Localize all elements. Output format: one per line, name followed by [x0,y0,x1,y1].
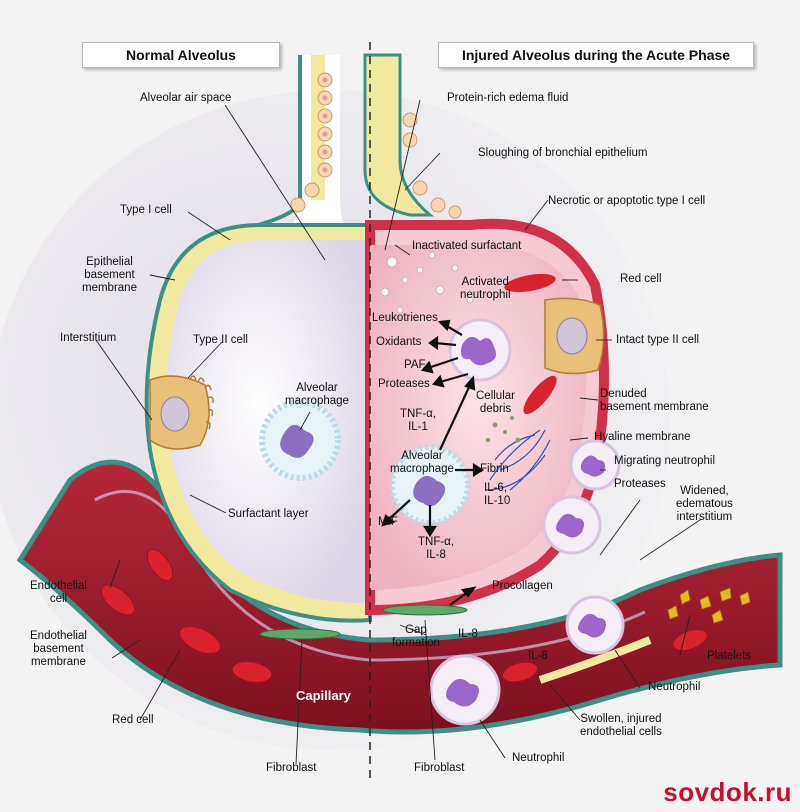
label-oxidants: Oxidants [376,336,422,348]
label-fibroblast-left: Fibroblast [266,762,317,774]
watermark: sovdok.ru [663,777,792,807]
label-red-cell-right: Red cell [620,273,662,285]
capillary-neutrophil-1 [565,595,625,655]
swollen-endothelial-cells [538,636,652,684]
label-gap-formation: Gap formation [392,624,440,649]
label-activated-neutrophil: Activated neutrophil [460,276,511,301]
label-swollen-endothelial-cells: Swollen, injured endothelial cells [580,713,662,738]
label-sloughing-bronchial-epithelium: Sloughing of bronchial epithelium [478,147,648,159]
label-mif: MIF [378,516,398,528]
label-widened-interstitium: Widened, edematous interstitium [676,485,733,523]
mediator-arrows [381,319,485,606]
label-type-i-cell: Type I cell [120,204,172,216]
label-leukotrienes: Leukotrienes [372,312,438,324]
title-normal-alveolus: Normal Alveolus [82,42,280,68]
surfactant-bubbles [380,251,474,314]
label-intact-type-ii-cell: Intact type II cell [616,334,700,346]
leader-lines [95,99,701,765]
label-il8-2: IL-8 [528,650,548,662]
bronchiole [239,53,462,232]
alveolar-macrophage-right [389,444,471,526]
label-platelets: Platelets [707,650,752,662]
label-paf: PAF [404,359,426,371]
label-epithelial-basement-membrane: Epithelial basement membrane [82,256,137,294]
intact-type-ii-cell [544,297,605,375]
label-capillary: Capillary [296,688,351,703]
label-surfactant-layer: Surfactant layer [228,508,309,520]
label-endothelial-basement-membrane: Endothelial basement membrane [30,630,87,668]
label-necrotic-type-i-cell: Necrotic or apoptotic type I cell [548,195,706,207]
fibrin-strands [484,429,551,491]
label-alveolar-macrophage-left: Alveolar macrophage [285,382,349,407]
label-alveolar-air-space: Alveolar air space [140,92,232,104]
label-il6-il10: IL-6, IL-10 [484,482,511,507]
label-type-ii-cell-left: Type II cell [193,334,248,346]
label-interstitium: Interstitium [60,332,117,344]
activated-neutrophil [448,318,512,382]
label-tnf-il8: TNF-α, IL-8 [418,536,455,561]
label-migrating-neutrophil: Migrating neutrophil [614,455,716,467]
migrating-neutrophil [569,439,621,491]
label-procollagen: Procollagen [492,580,553,592]
type-ii-cell-left [149,375,214,450]
label-proteases-1: Proteases [378,378,430,390]
label-fibrin: Fibrin [480,463,509,475]
alveolar-red-cells [504,273,557,415]
cellular-debris [486,416,521,443]
protease-neutrophil [542,495,602,555]
fibroblast-right [382,604,468,616]
label-fibroblast-right: Fibroblast [414,762,465,774]
label-alveolar-macrophage-right: Alveolar macrophage [390,450,454,475]
capillary-neutrophil-2 [429,654,501,726]
label-cellular-debris: Cellular debris [476,390,515,415]
capillary-red-cells [100,548,708,683]
label-neutrophil-2: Neutrophil [512,752,565,764]
fibroblast-left [259,628,341,640]
platelets [667,587,751,624]
title-injured-alveolus: Injured Alveolus during the Acute Phase [438,42,754,68]
label-inactivated-surfactant: Inactivated surfactant [412,240,522,252]
label-hyaline-membrane: Hyaline membrane [594,431,691,443]
label-red-cell-left: Red cell [112,714,154,726]
label-protein-rich-edema-fluid: Protein-rich edema fluid [447,92,569,104]
label-endothelial-cell: Endothelial cell [30,580,87,605]
label-tnf-il1: TNF-α, IL-1 [400,408,437,433]
alveolar-macrophage-left [259,399,341,481]
label-il8-1: IL-8 [458,628,478,640]
label-denuded-basement-membrane: Denuded basement membrane [600,388,709,413]
label-proteases-2: Proteases [614,478,666,490]
label-neutrophil-1: Neutrophil [648,681,701,693]
